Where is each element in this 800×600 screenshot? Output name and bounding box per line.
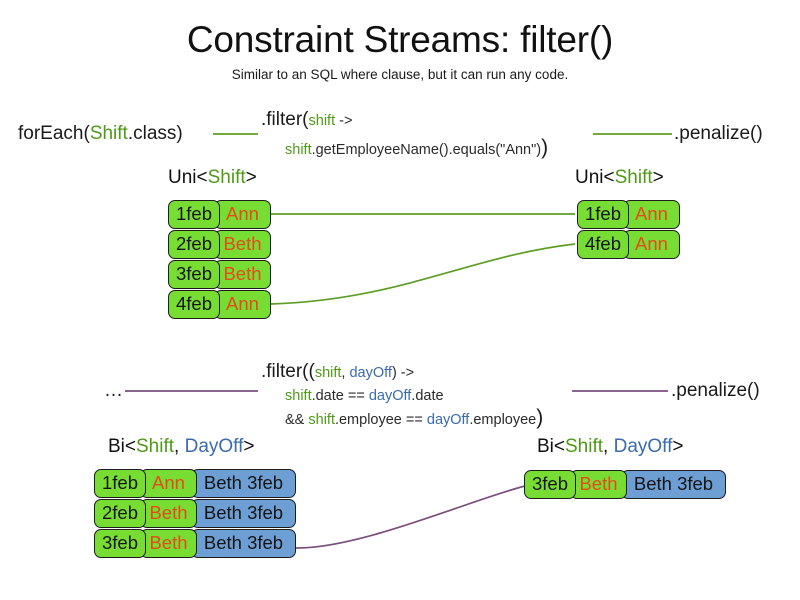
shift-name-cell: Beth: [214, 230, 271, 259]
bi-filter-l2-var1: shift: [285, 388, 312, 404]
bi-left-label-type2: DayOff: [184, 436, 244, 457]
bi-left-row-0[interactable]: 1feb Ann Beth 3feb: [94, 469, 296, 498]
uni-filter-close-paren: ): [541, 136, 549, 159]
shift-name-cell: Beth: [214, 260, 271, 289]
bi-left-label-sep: ,: [174, 436, 185, 457]
shift-date-cell: 1feb: [94, 469, 146, 498]
shift-date-cell: 3feb: [168, 260, 220, 289]
bi-left-label-suffix: >: [243, 436, 255, 457]
uni-penalize-label: .penalize(): [674, 123, 763, 144]
bi-filter-expression-line2: shift.date == dayOff.date: [285, 383, 444, 408]
bi-filter-arrow: ) ->: [391, 365, 415, 381]
bi-filter-l2-mid: .date ==: [311, 388, 369, 404]
bi-penalize-expression: .penalize(): [671, 379, 760, 402]
uni-penalize-expression: .penalize(): [674, 122, 763, 145]
foreach-prefix: forEach(: [18, 123, 90, 144]
uni-filter-expression-line1: .filter(shift ->: [261, 108, 352, 133]
uni-left-label-prefix: Uni<: [168, 167, 208, 188]
bi-filter-l3-head: &&: [285, 412, 309, 428]
foreach-type: Shift: [89, 123, 128, 144]
bi-filter-l3-var1: shift: [308, 412, 335, 428]
shift-name-cell: Beth: [140, 499, 197, 528]
page-title: Constraint Streams: filter(): [186, 19, 614, 60]
shift-date-cell: 1feb: [577, 200, 629, 229]
shift-date-cell: 2feb: [168, 230, 220, 259]
shift-name-cell: Beth: [570, 470, 627, 499]
bi-filter-expression-line1: .filter((shift, dayOff) ->: [261, 360, 414, 385]
shift-date-cell: 3feb: [524, 470, 576, 499]
shift-name-cell: Ann: [214, 290, 271, 319]
dayoff-cell: Beth 3feb: [191, 469, 296, 498]
uni-right-stream-label: Uni<Shift>: [575, 167, 664, 189]
bi-filter-head: .filter((: [261, 361, 315, 382]
uni-right-label-suffix: >: [652, 167, 664, 188]
shift-name-cell: Ann: [623, 200, 680, 229]
dayoff-cell: Beth 3feb: [621, 470, 726, 499]
bi-right-row-0[interactable]: 3feb Beth Beth 3feb: [524, 470, 726, 499]
bi-left-row-1[interactable]: 2feb Beth Beth 3feb: [94, 499, 296, 528]
uni-filter-expression-line2: shift.getEmployeeName().equals("Ann")): [285, 136, 548, 162]
bi-filter-expression-line3: && shift.employee == dayOff.employee): [285, 406, 543, 432]
shift-date-cell: 2feb: [94, 499, 146, 528]
bi-filter-l2-var2: dayOff: [368, 388, 412, 404]
shift-date-cell: 4feb: [577, 230, 629, 259]
bi-penalize-label: .penalize(): [671, 380, 760, 401]
bi-left-label-type1: Shift: [136, 436, 175, 457]
shift-date-cell: 3feb: [94, 529, 146, 558]
bi-filter-close-paren: ): [536, 406, 544, 429]
bi-filter-l3-var2: dayOff: [426, 412, 470, 428]
uni-left-label-suffix: >: [245, 167, 257, 188]
shift-name-cell: Beth: [140, 529, 197, 558]
uni-left-label-type: Shift: [207, 167, 246, 188]
bi-left-row-2[interactable]: 3feb Beth Beth 3feb: [94, 529, 296, 558]
bi-right-label-sep: ,: [603, 436, 614, 457]
uni-filter-var2: shift: [285, 142, 312, 158]
uni-filter-body: .getEmployeeName().equals("Ann"): [311, 142, 542, 158]
bi-right-label-prefix: Bi<: [537, 436, 565, 457]
bi-filter-l3-mid: .employee ==: [334, 412, 427, 428]
uni-right-label-type: Shift: [614, 167, 653, 188]
uni-filter-var: shift: [308, 113, 336, 129]
shift-name-cell: Ann: [140, 469, 197, 498]
bi-right-label-type1: Shift: [565, 436, 604, 457]
bi-right-label-suffix: >: [672, 436, 684, 457]
shift-date-cell: 4feb: [168, 290, 220, 319]
uni-right-row-1[interactable]: 4feb Ann: [577, 230, 680, 259]
bi-left-label-prefix: Bi<: [108, 436, 136, 457]
bi-filter-l3-tail: .employee: [469, 412, 537, 428]
uni-filter-head: .filter(: [261, 109, 309, 130]
foreach-expression: forEach(Shift.class): [18, 122, 183, 145]
uni-left-row-0[interactable]: 1feb Ann: [168, 200, 271, 229]
bi-filter-var1: shift: [314, 365, 342, 381]
uni-left-row-2[interactable]: 3feb Beth: [168, 260, 271, 289]
dayoff-cell: Beth 3feb: [191, 499, 296, 528]
uni-left-row-3[interactable]: 4feb Ann: [168, 290, 271, 319]
dayoff-cell: Beth 3feb: [191, 529, 296, 558]
bi-source-ellipsis: …: [104, 380, 123, 401]
bi-right-label-type2: DayOff: [613, 436, 673, 457]
uni-left-stream-label: Uni<Shift>: [168, 167, 257, 189]
shift-name-cell: Ann: [214, 200, 271, 229]
shift-name-cell: Ann: [623, 230, 680, 259]
uni-right-label-prefix: Uni<: [575, 167, 615, 188]
bi-left-stream-label: Bi<Shift, DayOff>: [108, 436, 254, 458]
page-subtitle: Similar to an SQL where clause, but it c…: [231, 67, 569, 82]
bi-filter-sep: ,: [341, 365, 350, 381]
bi-filter-var2: dayOff: [349, 365, 392, 381]
line-bi-3feb: [294, 485, 526, 549]
uni-filter-arrow: ->: [335, 113, 353, 129]
foreach-suffix: .class): [127, 123, 183, 144]
shift-date-cell: 1feb: [168, 200, 220, 229]
bi-filter-l2-tail: .date: [411, 388, 444, 404]
uni-left-row-1[interactable]: 2feb Beth: [168, 230, 271, 259]
line-uni-4feb: [270, 243, 576, 305]
uni-right-row-0[interactable]: 1feb Ann: [577, 200, 680, 229]
bi-right-stream-label: Bi<Shift, DayOff>: [537, 436, 683, 458]
